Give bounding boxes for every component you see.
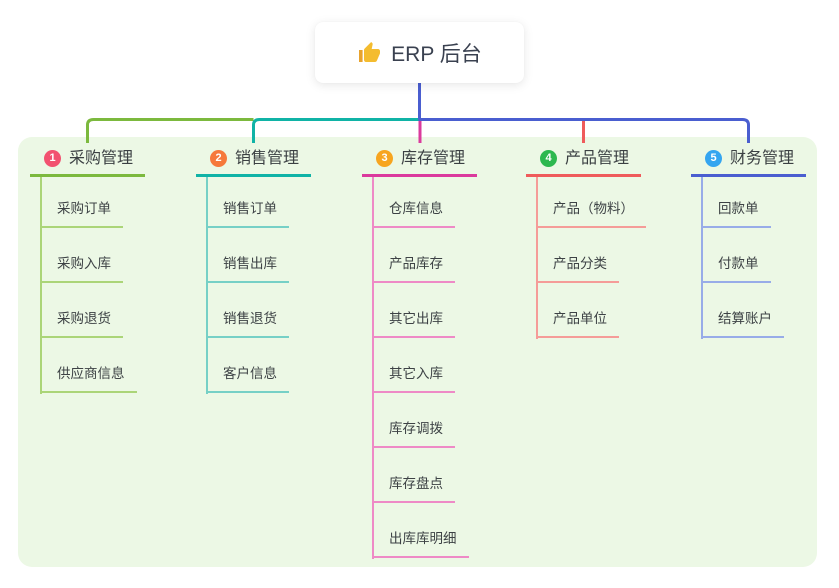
child-node[interactable]: 产品库存 — [372, 254, 455, 283]
branch-title-label: 库存管理 — [401, 150, 466, 167]
child-node[interactable]: 销售退货 — [206, 309, 289, 338]
root-label: ERP 后台 — [391, 42, 482, 66]
children-connector-rail — [40, 177, 42, 394]
child-node[interactable]: 产品分类 — [536, 254, 619, 283]
child-node[interactable]: 产品单位 — [536, 309, 619, 338]
child-node[interactable]: 结算账户 — [701, 309, 784, 338]
branch-title-label: 产品管理 — [565, 150, 630, 167]
child-node-label: 销售订单 — [223, 201, 277, 216]
branch-title[interactable]: 5 财务管理 — [691, 148, 806, 177]
children-connector-rail — [536, 177, 538, 339]
child-node[interactable]: 付款单 — [701, 254, 771, 283]
children-connector-rail — [701, 177, 703, 339]
child-node-label: 客户信息 — [223, 366, 277, 381]
child-node-label: 回款单 — [718, 201, 759, 216]
branch-number-badge: 4 — [540, 150, 557, 167]
child-node[interactable]: 回款单 — [701, 199, 771, 228]
child-node[interactable]: 采购订单 — [40, 199, 123, 228]
child-node-label: 库存盘点 — [389, 476, 443, 491]
children-connector-rail — [206, 177, 208, 394]
children-connector-rail — [372, 177, 374, 559]
child-node[interactable]: 销售出库 — [206, 254, 289, 283]
child-node-label: 其它入库 — [389, 366, 443, 381]
child-node-label: 付款单 — [718, 256, 759, 271]
child-node[interactable]: 产品（物料） — [536, 199, 646, 228]
branch-number-badge: 5 — [705, 150, 722, 167]
child-node-label: 采购入库 — [57, 256, 111, 271]
child-node[interactable]: 其它入库 — [372, 364, 455, 393]
branch-title[interactable]: 3 库存管理 — [362, 148, 477, 177]
child-node[interactable]: 销售订单 — [206, 199, 289, 228]
branches-panel — [18, 137, 817, 567]
child-node-label: 库存调拨 — [389, 421, 443, 436]
child-node[interactable]: 供应商信息 — [40, 364, 137, 393]
branch-title-label: 采购管理 — [69, 150, 134, 167]
child-node-label: 采购订单 — [57, 201, 111, 216]
child-node-label: 产品分类 — [553, 256, 607, 271]
child-node[interactable]: 仓库信息 — [372, 199, 455, 228]
branch-number-badge: 3 — [376, 150, 393, 167]
child-node-label: 产品单位 — [553, 311, 607, 326]
child-node-label: 销售退货 — [223, 311, 277, 326]
child-node-label: 其它出库 — [389, 311, 443, 326]
branch-title[interactable]: 4 产品管理 — [526, 148, 641, 177]
thumbs-up-icon — [359, 41, 381, 62]
child-node[interactable]: 采购退货 — [40, 309, 123, 338]
child-node-label: 仓库信息 — [389, 201, 443, 216]
branch-number-badge: 1 — [44, 150, 61, 167]
child-node[interactable]: 客户信息 — [206, 364, 289, 393]
branch-title-label: 销售管理 — [235, 150, 300, 167]
branch-title-label: 财务管理 — [730, 150, 795, 167]
child-node-label: 销售出库 — [223, 256, 277, 271]
child-node[interactable]: 出库库明细 — [372, 529, 469, 558]
child-node[interactable]: 库存盘点 — [372, 474, 455, 503]
child-node[interactable]: 库存调拨 — [372, 419, 455, 448]
child-node[interactable]: 其它出库 — [372, 309, 455, 338]
child-node-label: 采购退货 — [57, 311, 111, 326]
child-node-label: 出库库明细 — [389, 531, 457, 546]
child-node-label: 供应商信息 — [57, 366, 125, 381]
child-node[interactable]: 采购入库 — [40, 254, 123, 283]
root-node[interactable]: ERP 后台 — [315, 22, 524, 83]
child-node-label: 产品库存 — [389, 256, 443, 271]
branch-number-badge: 2 — [210, 150, 227, 167]
child-node-label: 结算账户 — [718, 311, 772, 326]
branch-title[interactable]: 1 采购管理 — [30, 148, 145, 177]
branch-title[interactable]: 2 销售管理 — [196, 148, 311, 177]
child-node-label: 产品（物料） — [553, 201, 634, 216]
